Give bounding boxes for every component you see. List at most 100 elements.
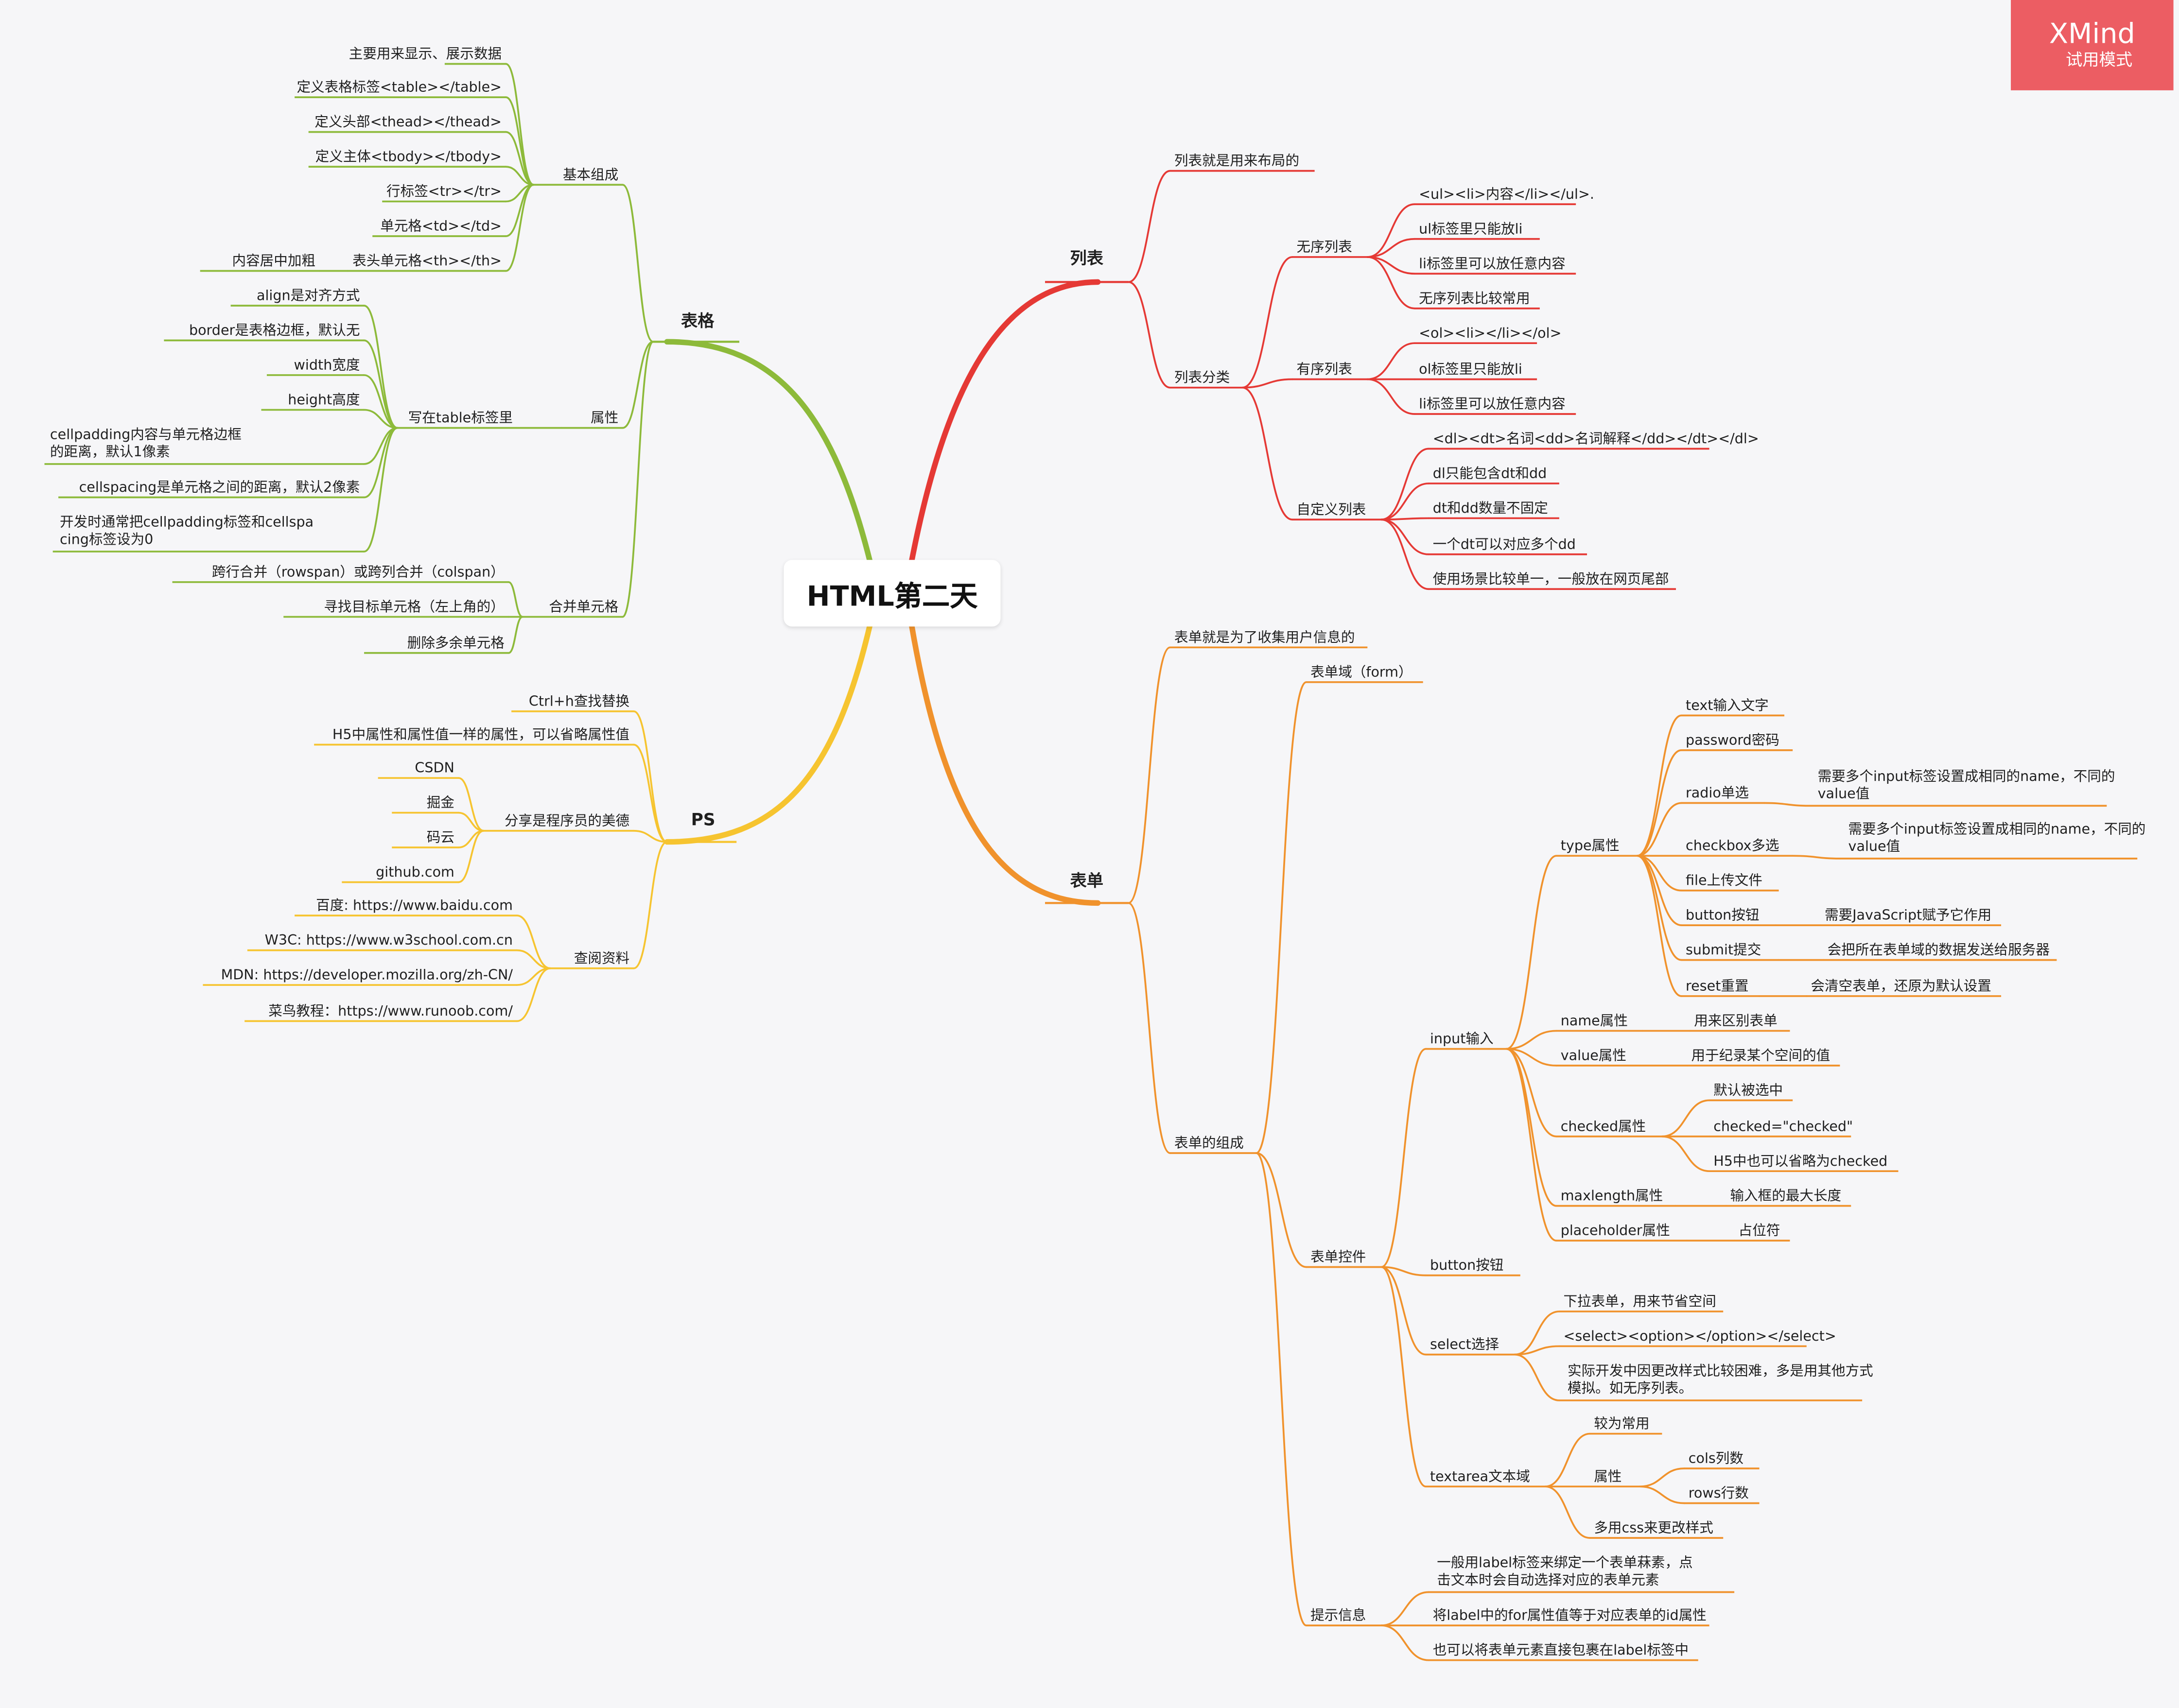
- checked-item[interactable]: H5中也可以省略为checked: [1713, 1153, 1887, 1169]
- placeholder-note[interactable]: 占位符: [1739, 1222, 1780, 1239]
- dl-item[interactable]: 一个dt可以对应多个dd: [1433, 535, 1576, 552]
- share-item[interactable]: 码云: [427, 829, 454, 845]
- node-ul[interactable]: 无序列表: [1297, 238, 1352, 255]
- node-form-controls[interactable]: 表单控件: [1310, 1248, 1366, 1265]
- submit-note[interactable]: 会把所在表单域的数据发送给服务器: [1828, 941, 2050, 958]
- checked-item[interactable]: checked="checked": [1713, 1118, 1853, 1134]
- list-desc[interactable]: 列表就是用来布局的: [1174, 152, 1299, 169]
- textarea-attr-item[interactable]: rows行数: [1689, 1484, 1749, 1501]
- ref-item[interactable]: MDN: https://developer.mozilla.org/zh-CN…: [221, 966, 513, 983]
- ps-item[interactable]: Ctrl+h查找替换: [529, 692, 629, 709]
- node-form-domain[interactable]: 表单域（form）: [1310, 663, 1412, 680]
- basic-item[interactable]: 定义头部<thead></thead>: [314, 113, 502, 130]
- branch-list-label[interactable]: 列表: [1070, 249, 1103, 268]
- select-item[interactable]: 实际开发中因更改样式比较困难，多是用其他方式模拟。如无序列表。: [1568, 1362, 1873, 1396]
- basic-item[interactable]: 定义主体<tbody></tbody>: [315, 148, 502, 165]
- form-desc[interactable]: 表单就是为了收集用户信息的: [1174, 629, 1355, 645]
- textarea-common[interactable]: 较为常用: [1594, 1415, 1649, 1432]
- share-item[interactable]: CSDN: [415, 759, 454, 776]
- node-form-composition[interactable]: 表单的组成: [1174, 1135, 1244, 1151]
- node-name-attr[interactable]: name属性: [1561, 1012, 1628, 1029]
- node-in-table-tag[interactable]: 写在table标签里: [408, 409, 513, 426]
- node-basic-composition[interactable]: 基本组成: [563, 166, 618, 183]
- hint-item[interactable]: 也可以将表单元素直接包裹在label标签中: [1433, 1641, 1689, 1658]
- node-checked-attr[interactable]: checked属性: [1561, 1118, 1646, 1134]
- merge-item[interactable]: 跨行合并（rowspan）或跨列合并（colspan）: [212, 564, 505, 580]
- ref-item[interactable]: W3C: https://www.w3school.com.cn: [265, 932, 513, 948]
- dl-item[interactable]: 使用场景比较单一，一般放在网页尾部: [1433, 570, 1669, 587]
- node-input[interactable]: input输入: [1430, 1030, 1494, 1047]
- dl-item[interactable]: dt和dd数量不固定: [1433, 500, 1548, 516]
- ul-item[interactable]: li标签里可以放任意内容: [1419, 255, 1566, 272]
- ol-item[interactable]: li标签里可以放任意内容: [1419, 396, 1566, 412]
- basic-item[interactable]: 行标签<tr></tr>: [386, 183, 502, 199]
- node-table-attributes[interactable]: 属性: [591, 409, 618, 426]
- select-item[interactable]: <select><option></option></select>: [1563, 1328, 1836, 1344]
- type-item[interactable]: text输入文字: [1686, 697, 1769, 713]
- share-item[interactable]: github.com: [376, 863, 454, 880]
- basic-item[interactable]: 单元格<td></td>: [380, 218, 502, 234]
- branch-form-label[interactable]: 表单: [1070, 871, 1103, 891]
- type-item[interactable]: reset重置: [1686, 978, 1749, 994]
- node-placeholder-attr[interactable]: placeholder属性: [1561, 1222, 1670, 1239]
- merge-item[interactable]: 删除多余单元格: [407, 634, 505, 651]
- th-note[interactable]: 内容居中加粗: [232, 252, 315, 269]
- hint-item[interactable]: 一般用label标签来绑定一个表单菻素，点击文本时会自动选择对应的表单元素: [1437, 1554, 1692, 1588]
- basic-item[interactable]: 表头单元格<th></th>: [352, 252, 502, 269]
- ref-item[interactable]: 百度: https://www.baidu.com: [316, 897, 513, 914]
- textarea-attr[interactable]: 属性: [1594, 1468, 1621, 1484]
- reset-note[interactable]: 会清空表单，还原为默认设置: [1811, 978, 1991, 994]
- node-references[interactable]: 查阅资料: [574, 949, 629, 966]
- node-dl[interactable]: 自定义列表: [1297, 501, 1366, 518]
- node-merge-cells[interactable]: 合并单元格: [549, 598, 618, 615]
- ol-item[interactable]: <ol><li></li></ol>: [1419, 325, 1561, 341]
- node-value-attr[interactable]: value属性: [1561, 1047, 1626, 1063]
- attr-item[interactable]: cellpadding内容与单元格边框的距离，默认1像素: [50, 426, 242, 460]
- attr-item[interactable]: align是对齐方式: [257, 287, 360, 304]
- dl-item[interactable]: dl只能包含dt和dd: [1433, 465, 1547, 482]
- node-textarea[interactable]: textarea文本域: [1430, 1468, 1530, 1484]
- node-select[interactable]: select选择: [1430, 1336, 1499, 1352]
- name-note[interactable]: 用来区别表单: [1694, 1012, 1777, 1029]
- node-type-attr[interactable]: type属性: [1561, 837, 1620, 854]
- node-share[interactable]: 分享是程序员的美德: [505, 812, 629, 828]
- hint-item[interactable]: 将label中的for属性值等于对应表单的id属性: [1433, 1607, 1707, 1623]
- merge-item[interactable]: 寻找目标单元格（左上角的）: [324, 598, 505, 615]
- node-button[interactable]: button按钮: [1430, 1257, 1503, 1273]
- ul-item[interactable]: <ul><li>内容</li></ul>.: [1419, 186, 1594, 202]
- ol-item[interactable]: ol标签里只能放li: [1419, 361, 1522, 377]
- ul-item[interactable]: ul标签里只能放li: [1419, 220, 1522, 237]
- dl-item[interactable]: <dl><dt>名词<dd>名词解释</dd></dt></dl>: [1433, 430, 1759, 447]
- type-item[interactable]: submit提交: [1686, 941, 1761, 958]
- branch-table-label[interactable]: 表格: [681, 311, 715, 331]
- button-note[interactable]: 需要JavaScript赋予它作用: [1825, 907, 1991, 923]
- node-maxlength-attr[interactable]: maxlength属性: [1561, 1187, 1663, 1204]
- ref-item[interactable]: 菜鸟教程：https://www.runoob.com/: [268, 1002, 513, 1019]
- type-item[interactable]: password密码: [1686, 731, 1779, 748]
- branch-ps-label[interactable]: PS: [691, 810, 715, 829]
- ul-item[interactable]: 无序列表比较常用: [1419, 290, 1530, 306]
- type-item[interactable]: checkbox多选: [1686, 837, 1779, 854]
- maxlength-note[interactable]: 输入框的最大长度: [1730, 1187, 1842, 1204]
- basic-item[interactable]: 定义表格标签<table></table>: [296, 79, 502, 95]
- value-note[interactable]: 用于纪录某个空间的值: [1691, 1047, 1830, 1063]
- type-item[interactable]: button按钮: [1686, 907, 1759, 923]
- node-ol[interactable]: 有序列表: [1297, 361, 1352, 377]
- attr-item[interactable]: height高度: [288, 391, 360, 408]
- type-item[interactable]: file上传文件: [1686, 872, 1762, 888]
- attr-item[interactable]: border是表格边框，默认无: [189, 322, 360, 338]
- root-topic[interactable]: HTML第二天: [784, 560, 1001, 627]
- attr-item[interactable]: width宽度: [294, 357, 360, 373]
- node-hints[interactable]: 提示信息: [1310, 1607, 1366, 1623]
- node-list-classification[interactable]: 列表分类: [1174, 369, 1230, 385]
- checked-item[interactable]: 默认被选中: [1713, 1082, 1783, 1098]
- attr-item[interactable]: cellspacing是单元格之间的距离，默认2像素: [79, 479, 360, 495]
- textarea-attr-item[interactable]: cols列数: [1689, 1450, 1743, 1466]
- ps-item[interactable]: H5中属性和属性值一样的属性，可以省略属性值: [332, 726, 629, 742]
- textarea-css[interactable]: 多用css来更改样式: [1594, 1519, 1713, 1536]
- type-item[interactable]: radio单选: [1686, 784, 1749, 801]
- select-item[interactable]: 下拉表单，用来节省空间: [1563, 1293, 1716, 1310]
